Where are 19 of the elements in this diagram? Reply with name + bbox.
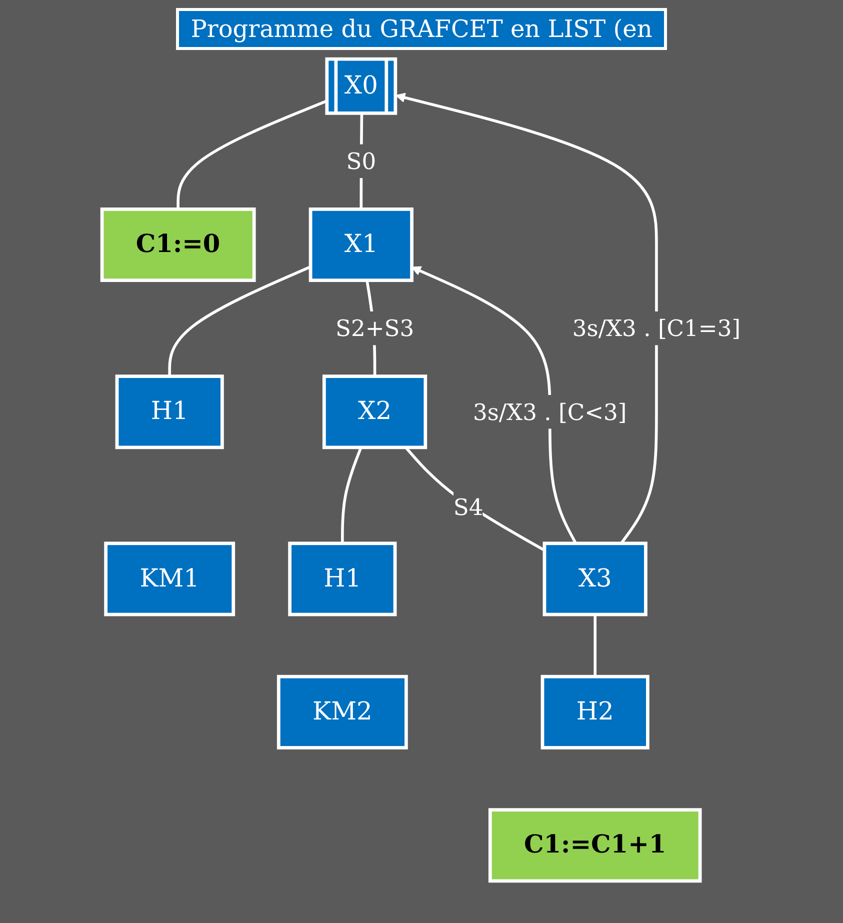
node-box: KM1: [104, 542, 236, 616]
node-box: C1:=0: [100, 208, 256, 282]
connector: [594, 614, 597, 677]
edge-label: S2+S3: [336, 314, 414, 342]
edge-label: 3s/X3 . [C1=3]: [572, 314, 741, 342]
edge-label: S4: [454, 494, 484, 521]
node-box: X2: [322, 374, 428, 450]
edge-label: 3s/X3 . [C<3]: [473, 398, 627, 426]
node-box: X3: [543, 542, 648, 616]
node-box: H1: [116, 374, 224, 450]
node-box: KM2: [277, 674, 408, 750]
title-banner: Programme du GRAFCET en LIST (en: [176, 8, 668, 50]
edge-label: S0: [346, 148, 376, 175]
connector: [168, 266, 312, 376]
node-box: X1: [309, 208, 414, 282]
node-box: H2: [541, 674, 650, 750]
node-box: H1: [288, 542, 397, 616]
node-box: C1:=C1+1: [488, 808, 702, 883]
connector: [341, 446, 363, 544]
